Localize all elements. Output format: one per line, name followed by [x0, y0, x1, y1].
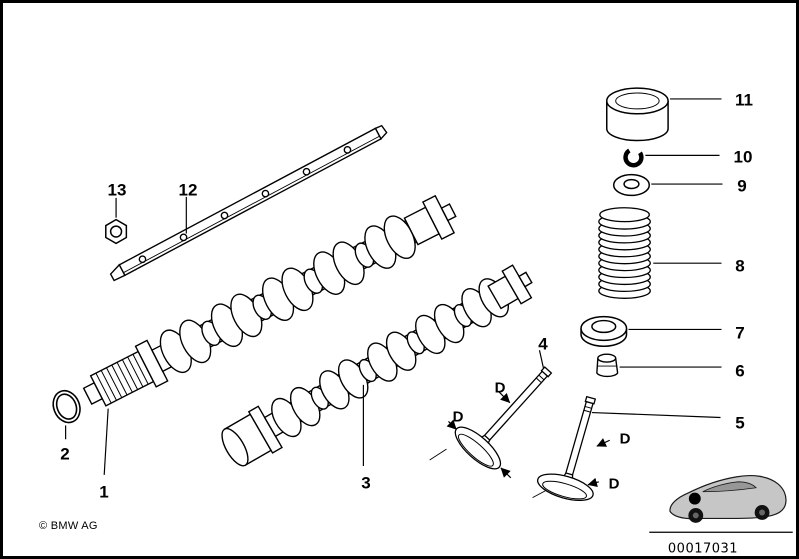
dim-label-d-4: D [608, 475, 620, 493]
sealing-ring [52, 389, 81, 424]
car-icon [669, 474, 787, 523]
part-label-4: 4 [538, 334, 548, 354]
oil-rail [109, 124, 388, 282]
part-label-6: 6 [735, 361, 745, 381]
camshaft-2 [221, 264, 533, 467]
valve-5 [537, 395, 597, 502]
dim-label-d-3: D [619, 430, 631, 448]
part-label-12: 12 [178, 180, 198, 200]
copyright-text: © BMW AG [39, 520, 98, 532]
part-label-7: 7 [735, 323, 745, 343]
leader-lines [65, 98, 723, 475]
image-number: 00017031 [667, 541, 739, 557]
hex-nut [105, 218, 128, 245]
part-label-2: 2 [60, 444, 70, 464]
spring-seat [580, 315, 628, 348]
dimension-arrows [429, 391, 610, 499]
diagram-artwork [52, 87, 793, 533]
part-label-9: 9 [737, 176, 747, 196]
valve-stem-seal [596, 353, 619, 378]
spring-retainer [612, 173, 651, 197]
part-label-5: 5 [735, 413, 745, 433]
dim-label-d-2: D [494, 379, 506, 397]
part-label-8: 8 [735, 256, 745, 276]
valve-spring [598, 207, 651, 299]
part-label-3: 3 [361, 473, 371, 493]
part-label-1: 1 [99, 482, 109, 502]
valve-4 [454, 366, 553, 470]
part-label-10: 10 [733, 147, 753, 167]
part-label-13: 13 [107, 180, 127, 200]
position-dot [688, 492, 701, 505]
tappet [606, 87, 669, 142]
dim-label-d-1: D [452, 408, 464, 426]
camshaft-1 [82, 194, 457, 407]
part-label-11: 11 [735, 90, 753, 110]
valve-keeper-icon [623, 147, 644, 168]
